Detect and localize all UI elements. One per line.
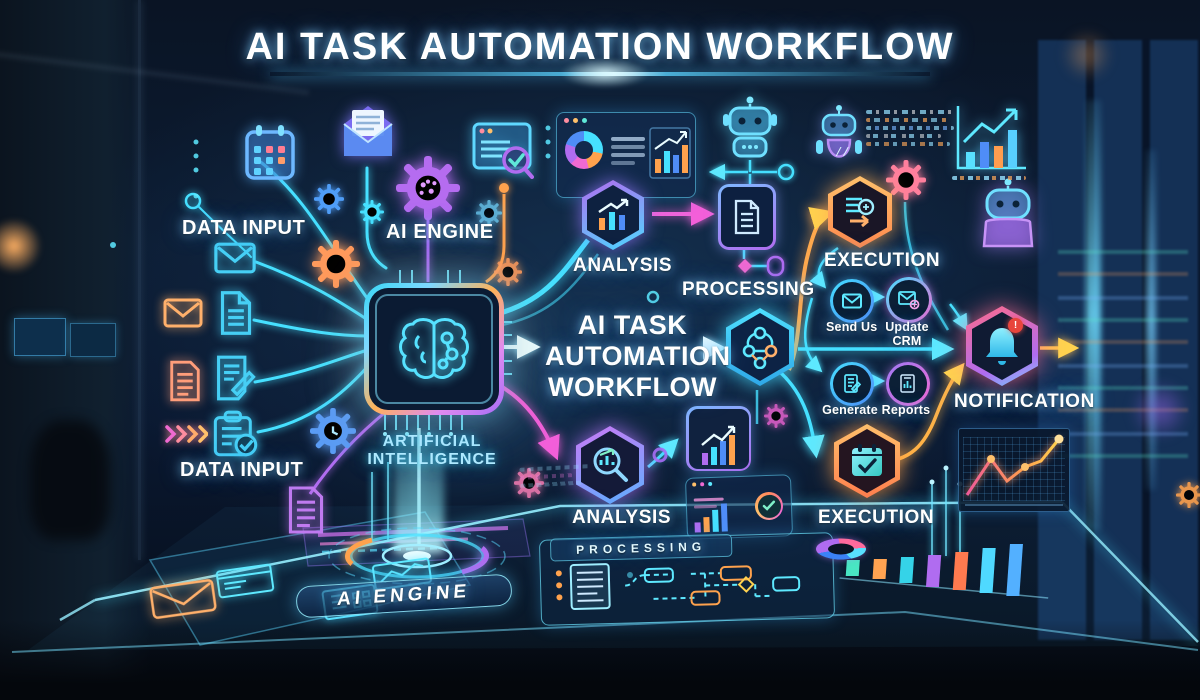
ai-engine-console-label: AI ENGINE	[336, 580, 472, 611]
document-list-icon	[170, 360, 200, 402]
execution-hexagon-bottom	[834, 424, 900, 498]
execution-top-label: EXECUTION	[824, 250, 941, 271]
gear-icon	[886, 160, 926, 200]
generate-doc-icon	[844, 374, 861, 393]
processing-panel-label: PROCESSING	[575, 538, 707, 557]
notification-badge: !	[1008, 318, 1023, 333]
svg-text://: //	[835, 146, 849, 160]
open-envelope-icon	[343, 106, 393, 156]
calendar-check-icon	[852, 444, 882, 476]
code-matrix-row	[952, 176, 1026, 180]
gear-icon	[494, 258, 522, 286]
mini-bar-chart-icon	[649, 127, 691, 179]
processing-flow-panel: PROCESSING	[538, 532, 836, 626]
brain-icon	[399, 318, 469, 379]
bar-chart-panel	[686, 406, 751, 471]
title-beam-flare	[560, 58, 650, 88]
server-glow-column	[1146, 150, 1156, 490]
donut-hole	[575, 141, 593, 159]
floor-shadow	[0, 620, 1200, 700]
send-us-circle	[830, 279, 874, 323]
table-bar-chart	[839, 544, 1049, 599]
execution-hexagon	[828, 176, 892, 248]
document-pen-icon	[217, 355, 256, 401]
network-hexagon	[726, 308, 794, 386]
light-beam	[394, 415, 444, 553]
notification-hexagon: !	[966, 306, 1038, 386]
envelope-mini-icon	[149, 579, 217, 619]
check-circle-icon	[754, 491, 784, 521]
gear-clock-icon	[310, 408, 356, 454]
magnifier-chart-icon	[593, 447, 628, 482]
glass-seam	[138, 0, 141, 560]
processing-top-label: PROCESSING	[682, 279, 815, 300]
flowchart-icon	[555, 563, 801, 610]
reports-label: Reports	[881, 403, 931, 417]
reports-circle	[886, 362, 930, 406]
generate-label: Generate	[822, 403, 878, 417]
center-title: AI TASK AUTOMATION WORKFLOW	[545, 310, 731, 402]
list-arrow-icon	[846, 197, 875, 228]
chart-grid	[963, 437, 1065, 501]
gear-icon	[314, 184, 344, 214]
cpu-brain-chip-icon	[364, 283, 504, 415]
document-icon	[220, 291, 252, 335]
update-crm-circle	[886, 277, 932, 323]
gear-icon	[1176, 482, 1200, 508]
browser-check-icon	[472, 122, 534, 179]
bar-chart-trend-icon	[598, 198, 629, 230]
chevrons-icon	[165, 425, 208, 443]
send-envelope-icon	[842, 293, 862, 309]
data-input-bottom-label: DATA INPUT	[180, 459, 304, 481]
gear-icon	[360, 200, 384, 224]
mini-bars	[694, 503, 728, 533]
document-icon	[288, 486, 324, 534]
analysis-top-label: ANALYSIS	[573, 255, 673, 276]
nodes-network-icon	[742, 326, 778, 369]
ai-engine-label: AI ENGINE	[386, 221, 494, 243]
document-node-icon	[718, 184, 776, 250]
update-crm-label: Update CRM	[885, 320, 929, 349]
envelope-icon	[214, 242, 256, 274]
office-chair-silhouette	[30, 420, 110, 540]
window-dots	[564, 118, 587, 123]
code-matrix-block	[866, 106, 954, 152]
growth-bar-chart-icon	[956, 106, 1026, 170]
line-chart-panel	[958, 428, 1070, 512]
update-crm-icon	[898, 291, 920, 310]
gear-brain-icon	[396, 156, 460, 220]
envelope-icon	[163, 298, 203, 328]
analysis-hexagon	[582, 180, 644, 250]
analysis-hexagon-bottom	[576, 426, 644, 504]
send-us-label: Send Us	[826, 320, 878, 334]
robot-icon	[723, 96, 777, 158]
execution-bottom-label: EXECUTION	[818, 507, 935, 528]
window-dots	[692, 481, 713, 487]
gear-icon	[764, 404, 788, 428]
notification-label: NOTIFICATION	[954, 391, 1095, 412]
text-lines	[611, 133, 645, 169]
robot-icon: //	[816, 105, 862, 160]
server-glow-column	[1086, 100, 1101, 530]
browser-mini-icon	[215, 563, 275, 599]
bell-icon	[986, 328, 1018, 365]
artificial-intelligence-label: ARTIFICIAL INTELLIGENCE	[367, 433, 497, 468]
calendar-icon	[245, 125, 295, 180]
reports-doc-icon	[900, 374, 915, 393]
robot-icon	[982, 178, 1034, 248]
processing-panel-header: PROCESSING	[549, 533, 733, 562]
clipboard-check-icon	[213, 410, 258, 457]
analytics-dashboard-panel	[556, 112, 696, 198]
code-matrix-block	[519, 460, 591, 498]
desk-monitor	[14, 318, 66, 356]
analysis-bottom-label: ANALYSIS	[572, 507, 672, 528]
desk-monitor	[70, 323, 116, 357]
chart-check-window	[684, 474, 794, 540]
data-input-top-label: DATA INPUT	[182, 217, 306, 239]
generate-circle	[830, 362, 874, 406]
gear-icon	[312, 240, 360, 288]
bokeh-orange	[1062, 30, 1112, 80]
bokeh-purple	[1130, 380, 1190, 440]
